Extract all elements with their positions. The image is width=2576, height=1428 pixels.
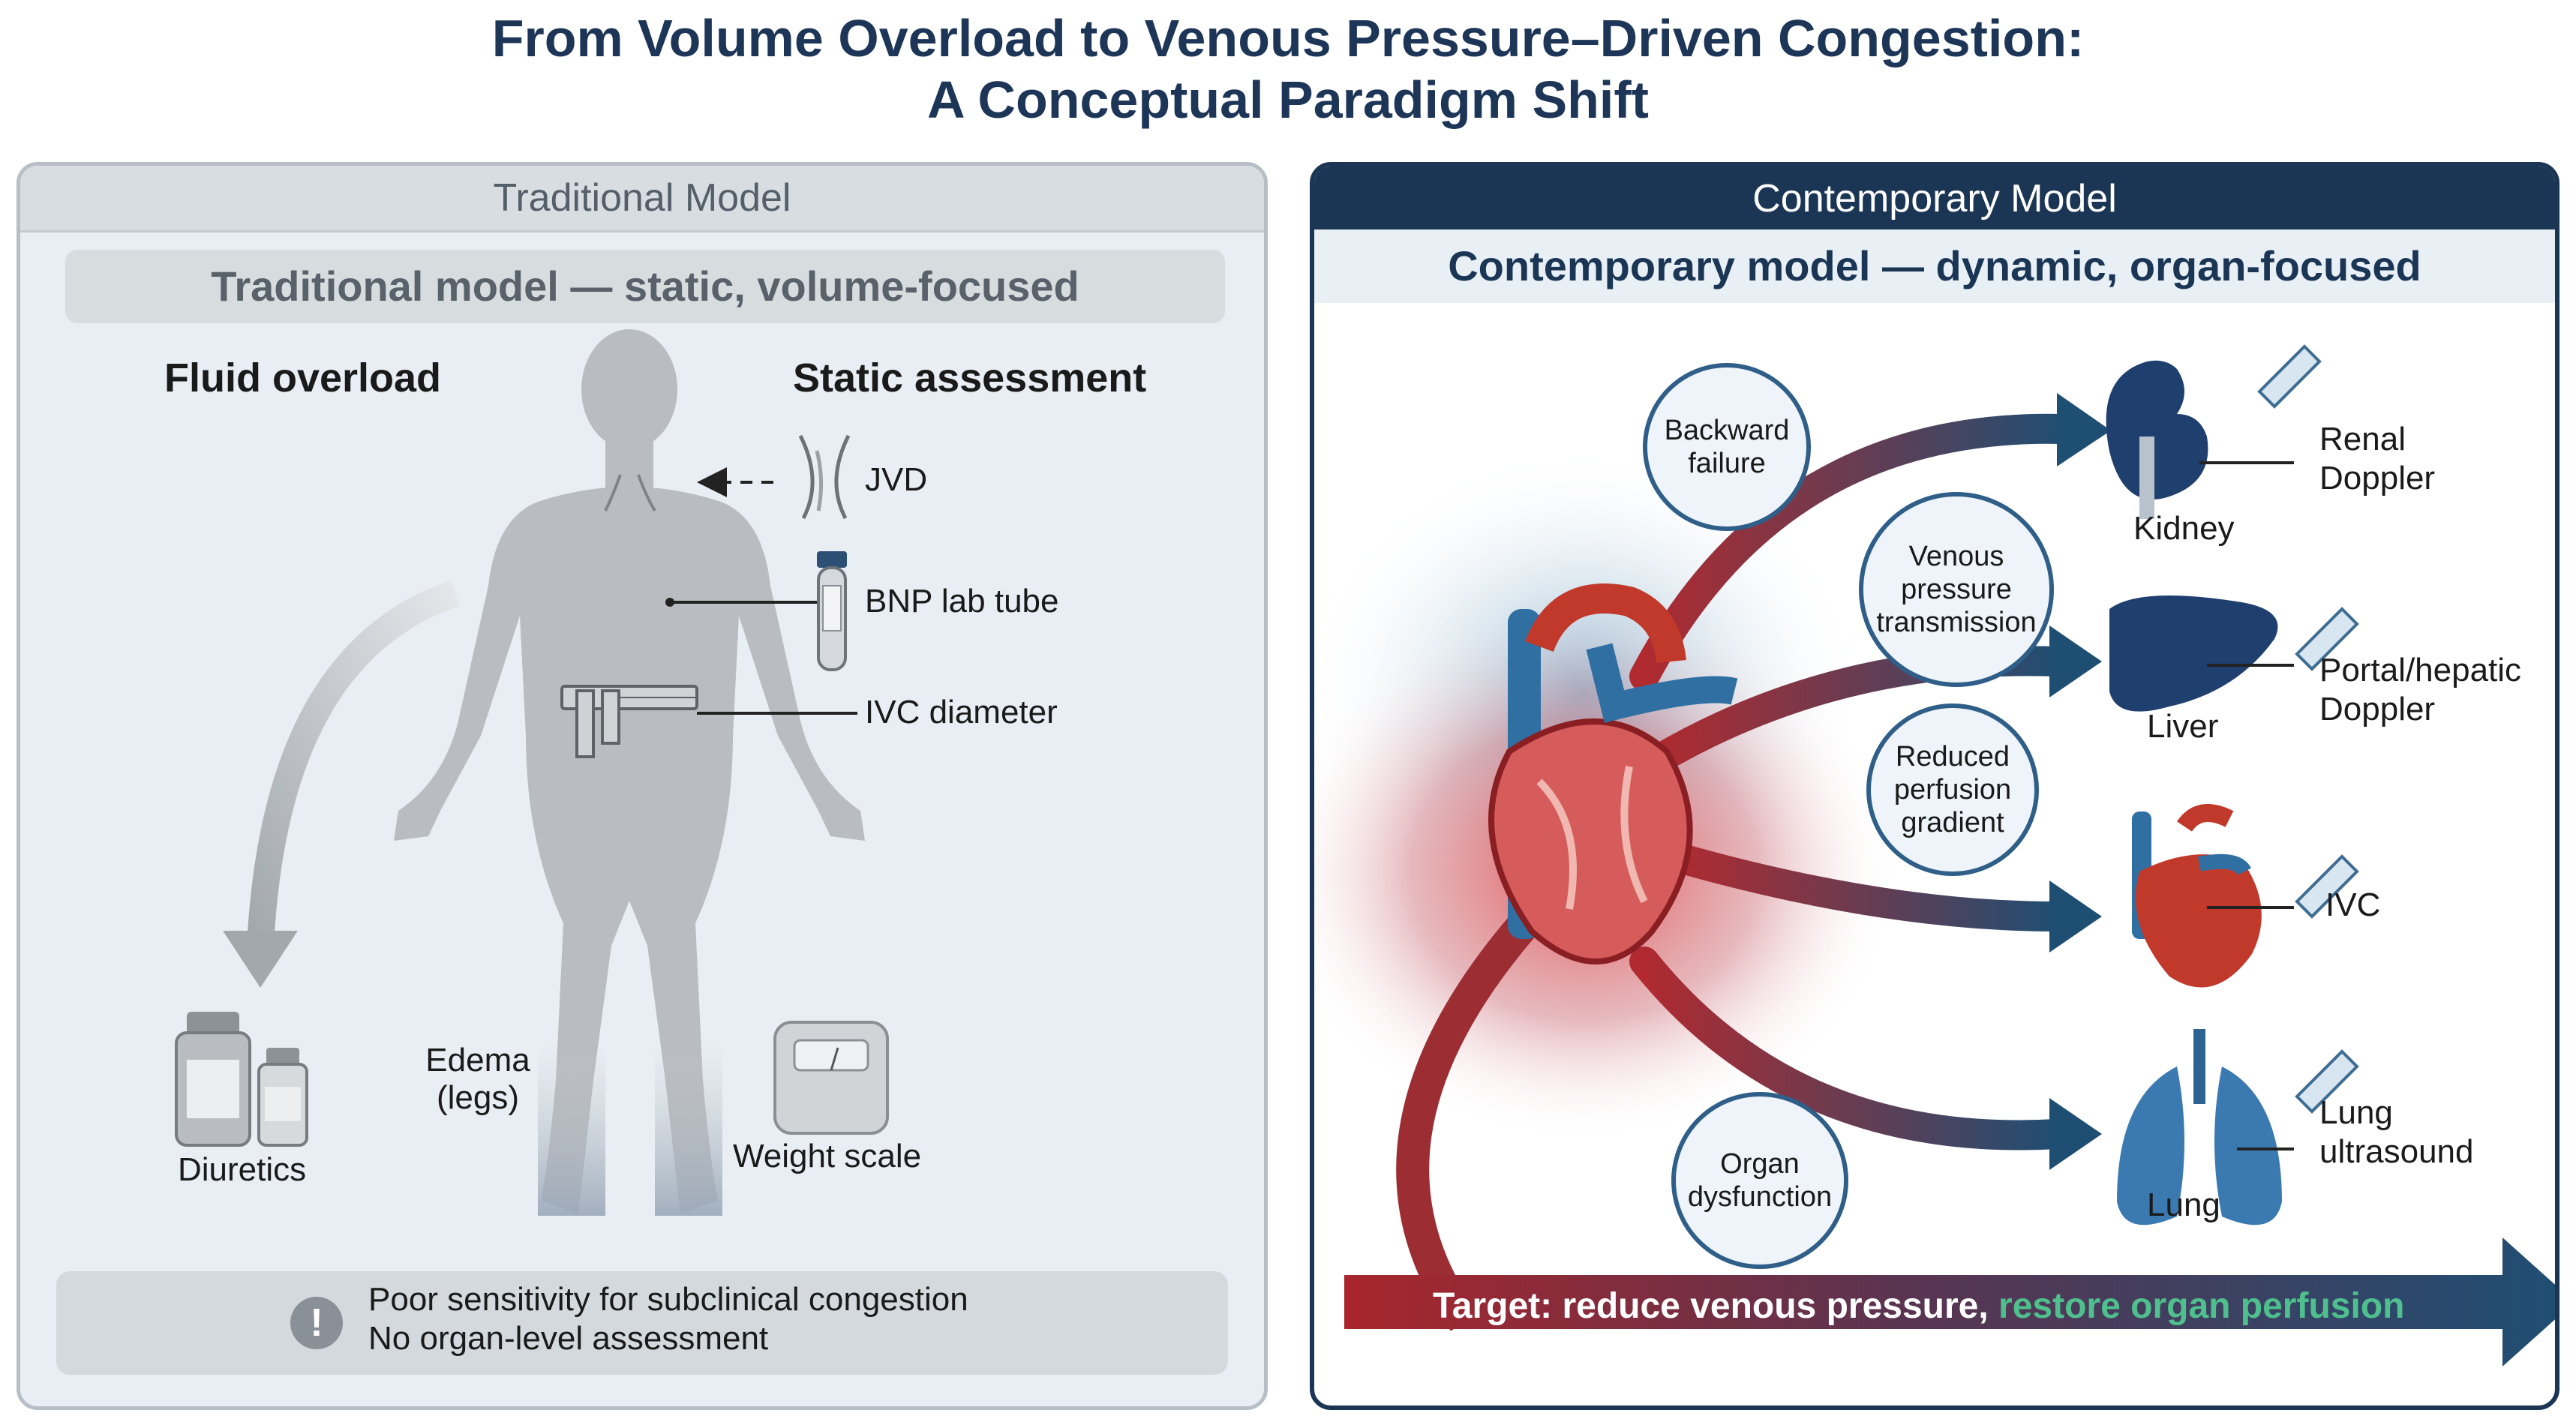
neck-vein-icon	[798, 434, 851, 520]
edema-label: Edema (legs)	[410, 1042, 545, 1117]
ivc-label: IVC	[2325, 886, 2381, 923]
diuretics-label: Diuretics	[178, 1151, 307, 1188]
contemporary-subtitle: Contemporary model — dynamic, organ-focu…	[1314, 230, 2555, 303]
contemporary-illustration	[1314, 344, 2555, 1366]
backward-failure-bubble: Backward failure	[1643, 363, 1811, 531]
portal-doppler-label: Portal/hepatic Doppler	[2319, 651, 2521, 729]
diuretics-icon	[175, 1012, 308, 1147]
bnp-label: BNP lab tube	[865, 583, 1059, 620]
ivc-heart-illustration	[2132, 804, 2262, 988]
renal-doppler-line1: Renal	[2319, 421, 2406, 458]
lung-ultrasound-line2: ultrasound	[2319, 1133, 2474, 1170]
title-line-1: From Volume Overload to Venous Pressure–…	[491, 9, 2085, 68]
liver-label: Liver	[2147, 708, 2219, 745]
ultrasound-probe-icons	[2257, 344, 2359, 1114]
reduced-perfusion-bubble: Reduced perfusion gradient	[1866, 704, 2039, 876]
contemporary-header: Contemporary Model	[1314, 166, 2555, 231]
weight-scale-label: Weight scale	[733, 1138, 922, 1174]
organ-pointers	[2199, 461, 2294, 1150]
portal-doppler-line2: Doppler	[2319, 691, 2436, 728]
diuretics-curve-arrow	[247, 580, 460, 946]
jvd-label: JVD	[865, 461, 928, 498]
ivc-diameter-label: IVC diameter	[865, 694, 1058, 730]
contemporary-panel: Contemporary Model Contemporary model — …	[1310, 162, 2559, 1410]
flow-arrowheads	[2049, 393, 2111, 1170]
limitation-2: No organ-level assessment	[368, 1320, 769, 1357]
traditional-illustration	[175, 329, 889, 1216]
portal-doppler-line1: Portal/hepatic	[2319, 652, 2522, 688]
lung-ultrasound-label: Lung ultrasound	[2319, 1094, 2473, 1172]
lung-label: Lung	[2147, 1186, 2220, 1223]
bnp-tube-icon	[817, 551, 847, 671]
edema-label-line1: Edema	[425, 1042, 530, 1078]
target-arrow	[1344, 1238, 2555, 1366]
caliper-icon	[560, 685, 698, 758]
kidney-label: Kidney	[2133, 510, 2235, 547]
figure-title: From Volume Overload to Venous Pressure–…	[0, 8, 2576, 130]
lung-ultrasound-line1: Lung	[2319, 1094, 2393, 1131]
warning-icon: !	[290, 1297, 343, 1349]
human-silhouette	[394, 329, 865, 1216]
traditional-header: Traditional Model	[20, 166, 1264, 232]
traditional-panel: Traditional Model Traditional model — st…	[17, 162, 1268, 1410]
limitations-text: Poor sensitivity for subclinical congest…	[368, 1280, 968, 1358]
return-arc	[1396, 913, 1537, 1331]
fluid-overload-label: Fluid overload	[164, 356, 442, 400]
liver-illustration	[2109, 596, 2278, 712]
heart-illustration	[1488, 584, 1738, 964]
edema-label-line2: (legs)	[436, 1079, 520, 1116]
weight-scale-icon	[773, 1021, 889, 1135]
renal-doppler-label: Renal Doppler	[2319, 420, 2435, 498]
target-green-text: restore organ perfusion	[1998, 1286, 2405, 1326]
limitations-bar: ! Poor sensitivity for subclinical conge…	[56, 1271, 1228, 1375]
organ-dysfunction-bubble: Organ dysfunction	[1671, 1092, 1848, 1269]
traditional-subtitle: Traditional model — static, volume-focus…	[65, 250, 1225, 323]
lungs-illustration	[2117, 1029, 2282, 1226]
title-line-2: A Conceptual Paradigm Shift	[927, 70, 1649, 129]
renal-doppler-line2: Doppler	[2319, 460, 2436, 496]
target-statement: Target: reduce venous pressure, restore …	[1433, 1286, 2404, 1327]
target-prefix: Target: reduce venous pressure,	[1433, 1286, 1999, 1326]
venous-pressure-bubble: Venous pressure transmission	[1859, 492, 2054, 687]
kidney-illustration	[2106, 360, 2208, 519]
static-assessment-label: Static assessment	[793, 356, 1147, 400]
limitation-1: Poor sensitivity for subclinical congest…	[368, 1281, 968, 1318]
